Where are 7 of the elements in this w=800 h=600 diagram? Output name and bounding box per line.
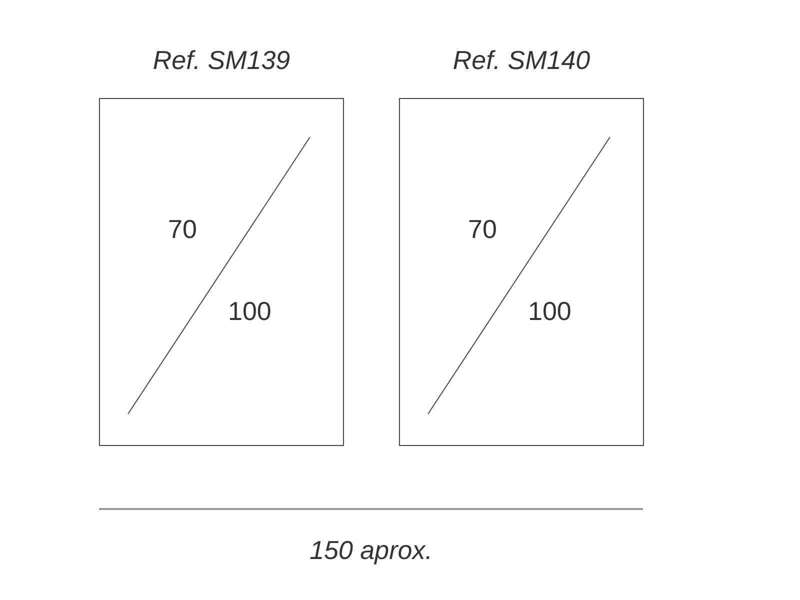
reference-heading: Ref. SM139 [152,44,292,77]
dimension-value: 70 [168,213,197,245]
dimension-value: 100 [228,295,272,327]
dimension-value: 100 [528,295,572,327]
dimension-value: 70 [468,213,497,245]
reference-heading: Ref. SM140 [452,44,592,77]
dimension-label: 150 aprox. [308,534,434,567]
